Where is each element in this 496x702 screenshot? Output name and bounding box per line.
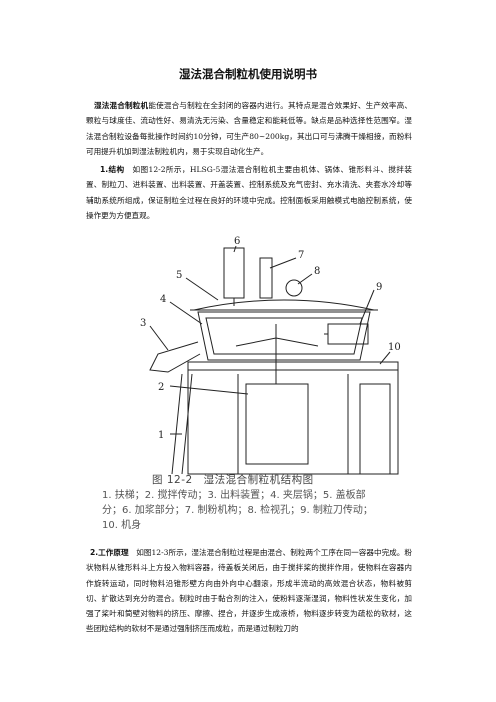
lid-cover	[193, 299, 375, 311]
callout-8: 8	[314, 266, 320, 277]
jacketed-bowl	[197, 311, 371, 361]
powder-feeder	[259, 257, 273, 299]
callout-4: 4	[160, 294, 166, 305]
ladder-rail-left	[171, 373, 183, 475]
page-title: 湿法混合制粒机使用说明书	[179, 67, 317, 81]
legend-line: 1. 扶梯；2. 搅拌传动；3. 出料装置；4. 夹层锅；5. 盖板部	[102, 490, 366, 501]
inspection-window	[285, 279, 303, 297]
callout-10: 10	[388, 342, 401, 353]
leader-10	[379, 351, 391, 365]
callout-2: 2	[158, 382, 164, 393]
structure-text: 如图12-2所示，HLSG-5湿法混合制粒机主要由机体、锅体、锥形料斗、搅拌装置…	[86, 165, 412, 220]
leader-2	[169, 385, 249, 395]
principle-paragraph: 2.工作原理 如图12-3所示，湿法混合制粒过程是由混合、制粒两个工序在同一容器…	[86, 545, 412, 637]
callout-1: 1	[158, 430, 164, 441]
callout-3: 3	[140, 318, 146, 329]
callout-6: 6	[234, 236, 240, 247]
legend-line: 10. 机身	[102, 520, 142, 531]
leader-5	[185, 277, 219, 301]
leader-3	[149, 325, 169, 351]
machine-body	[187, 361, 399, 475]
callout-7: 7	[298, 250, 304, 261]
ladder-rail-right	[181, 373, 193, 475]
drive-compartment	[245, 383, 309, 465]
intro-text: 能使混合与制粒在全封闭的容器内进行。其特点是混合效果好、生产效率高、颗粒与球度佳…	[86, 101, 413, 156]
legend-line: 分；6. 加浆部分；7. 制粉机构；8. 检视孔；9. 制粒刀传动；	[102, 505, 373, 516]
callout-9: 9	[376, 282, 382, 293]
callout-5: 5	[176, 270, 182, 281]
slurry-tank	[223, 247, 245, 299]
impeller-blade	[235, 337, 319, 347]
intro-lead: 湿法混合制粒机	[94, 101, 149, 110]
bowl-inner-wall	[205, 317, 363, 355]
structure-lead: 1.结构	[100, 165, 125, 174]
figure-legend: 1. 扶梯；2. 搅拌传动；3. 出料装置；4. 夹层锅；5. 盖板部 分；6.…	[102, 488, 422, 533]
principle-text: 如图12-3所示，湿法混合制粒过程是由混合、制粒两个工序在同一容器中完成。粉状物…	[86, 548, 412, 634]
discharge-chute	[149, 341, 201, 373]
leader-9	[359, 289, 375, 325]
intro-paragraph: 湿法混合制粒机能使混合与制粒在全封闭的容器内进行。其特点是混合效果好、生产效率高…	[86, 98, 412, 159]
leader-4	[169, 301, 203, 325]
leader-6	[233, 245, 237, 253]
leader-8	[297, 273, 313, 285]
side-panel	[359, 383, 391, 475]
principle-lead: 2.工作原理	[90, 548, 129, 557]
chopper-drive-motor	[327, 323, 369, 345]
structure-paragraph: 1.结构 如图12-2所示，HLSG-5湿法混合制粒机主要由机体、锅体、锥形料斗…	[86, 162, 412, 223]
machine-structure-diagram: 1 2 3 4 5 6 7 8 9 10	[140, 236, 401, 475]
figure-caption: 图 12-2 湿法混合制粒机结构图	[152, 474, 314, 486]
leader-7	[269, 257, 297, 269]
